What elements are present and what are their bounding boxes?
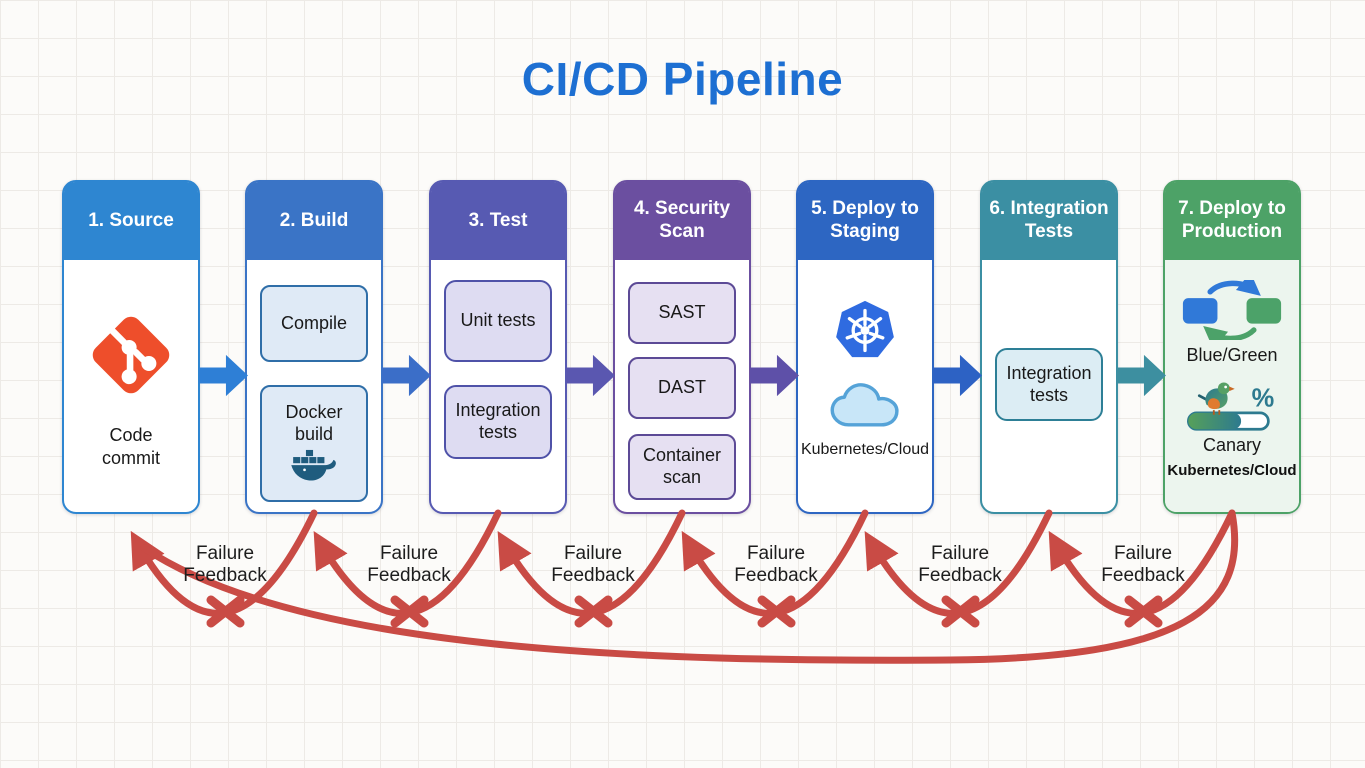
stage-header: 2. Build (247, 182, 381, 260)
flow-arrow (750, 354, 799, 397)
step-box: Integration tests (444, 385, 552, 459)
stage-header: 3. Test (431, 182, 565, 260)
feedback-label: Failure Feedback (918, 543, 1002, 587)
stage-card-deploy-production: 7. Deploy to Production Blue/Green (1163, 180, 1301, 514)
flow-arrow (199, 354, 248, 397)
stage-body: SAST DAST Container scan (615, 260, 749, 512)
stage-card-source: 1. Source Code commit (62, 180, 200, 514)
stage-card-test: 3. Test Unit tests Integration tests (429, 180, 567, 514)
stage-header: 1. Source (64, 182, 198, 260)
feedback-label: Failure Feedback (367, 543, 451, 587)
flow-arrow (382, 354, 431, 397)
stage-header: 4. Security Scan (615, 182, 749, 260)
stage-card-security-scan: 4. Security Scan SAST DAST Container sca… (613, 180, 751, 514)
stage-caption: Code commit (102, 425, 160, 469)
feedback-label: Failure Feedback (1101, 543, 1185, 587)
step-label: Integration tests (455, 400, 541, 442)
step-label: SAST (658, 302, 706, 323)
percent-symbol: % (1252, 385, 1275, 413)
docker-icon (291, 449, 336, 481)
step-box: Container scan (628, 434, 736, 500)
stage-body: Blue/Green % (1165, 260, 1299, 512)
flow-arrow (566, 354, 615, 397)
flow-arrow (1117, 354, 1166, 397)
stage-card-build: 2. Build Compile Docker build (245, 180, 383, 514)
stage-header: 5. Deploy to Staging (798, 182, 932, 260)
step-box: SAST (628, 282, 736, 344)
step-box: Integration tests (995, 348, 1103, 421)
stage-caption: Kubernetes/Cloud (800, 441, 930, 458)
flow-arrow (933, 354, 982, 397)
stage-header: 7. Deploy to Production (1165, 182, 1299, 260)
stage-caption: Kubernetes/Cloud (1167, 461, 1297, 479)
step-label: Integration tests (1006, 362, 1092, 405)
canary-release-icon: % (1187, 382, 1275, 432)
cloud-icon (830, 383, 899, 427)
stage-body: Integration tests (982, 260, 1116, 512)
stage-body: Compile Docker build (247, 260, 381, 512)
deployment-strategy-label: Blue/Green (1186, 345, 1278, 365)
git-icon (92, 316, 170, 394)
feedback-label: Failure Feedback (734, 543, 818, 587)
feedback-label: Failure Feedback (551, 543, 635, 587)
blue-green-swap-icon (1182, 280, 1282, 340)
stage-body: Kubernetes/Cloud (798, 260, 932, 512)
feedback-label: Failure Feedback (183, 543, 267, 587)
step-box: Unit tests (444, 280, 552, 362)
kubernetes-icon (836, 300, 894, 358)
step-box: Compile (260, 285, 368, 362)
step-label: Container scan (642, 445, 722, 487)
step-label: Compile (280, 312, 348, 333)
canary-bird (1197, 382, 1235, 416)
step-label: Docker build (285, 402, 343, 444)
page-title: CI/CD Pipeline (521, 53, 844, 105)
failure-x-marks (206, 595, 1163, 628)
stage-card-integration-tests: 6. Integration Tests Integration tests (980, 180, 1118, 514)
step-box: Docker build (260, 385, 368, 502)
deployment-strategy-label: Canary (1202, 435, 1262, 456)
step-label: DAST (657, 377, 706, 398)
stage-body: Code commit (64, 260, 198, 512)
step-label: Unit tests (460, 310, 536, 331)
step-box: DAST (628, 357, 736, 419)
stage-body: Unit tests Integration tests (431, 260, 565, 512)
stage-header: 6. Integration Tests (982, 182, 1116, 260)
stage-card-deploy-staging: 5. Deploy to Staging Kubernetes/Cloud (796, 180, 934, 514)
